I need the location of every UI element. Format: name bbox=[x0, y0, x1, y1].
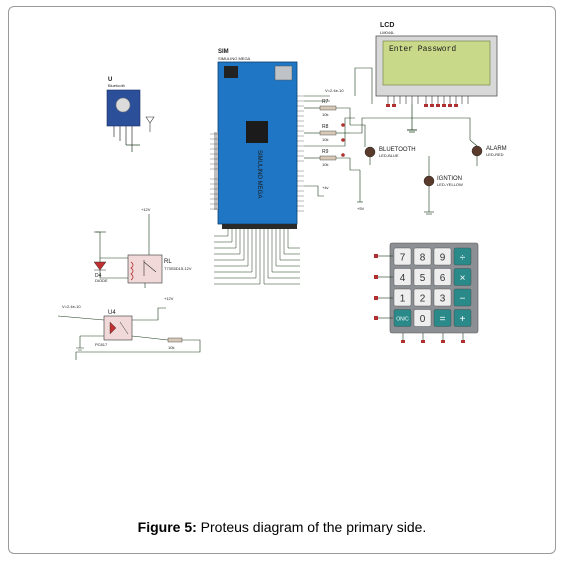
net-label-v: V=2.4e-10 bbox=[325, 88, 344, 93]
led-alarm: ALARM LED-RED bbox=[471, 145, 507, 157]
keypad-key-label: 3 bbox=[440, 294, 446, 305]
svg-text:V=2.4e-10: V=2.4e-10 bbox=[62, 304, 81, 309]
keypad: 7 8 9 ÷ 4 5 6 × 1 2 3 − ON/C 0 = + bbox=[374, 242, 479, 343]
power-jack bbox=[224, 66, 238, 78]
relay-part: T73S5D15-12V bbox=[164, 266, 192, 271]
mcu-chip bbox=[246, 121, 268, 143]
caption-text: Proteus diagram of the primary side. bbox=[200, 519, 427, 535]
svg-text:R7: R7 bbox=[322, 99, 329, 105]
relay-switch bbox=[143, 260, 157, 276]
plus4v-label: +4v bbox=[322, 185, 329, 190]
diode-symbol bbox=[93, 261, 107, 271]
keypad-key-4[interactable] bbox=[393, 268, 412, 286]
svg-text:LED-RED: LED-RED bbox=[486, 152, 504, 157]
svg-text:10k: 10k bbox=[322, 112, 328, 117]
keypad-key-14[interactable] bbox=[433, 309, 452, 327]
svg-text:IGNTION: IGNTION bbox=[437, 176, 462, 182]
keypad-key-label: 6 bbox=[440, 273, 446, 284]
bt-part: Bluetooth bbox=[108, 83, 125, 88]
svg-text:+12V: +12V bbox=[141, 207, 151, 212]
resistor-r9: R9 10k bbox=[319, 149, 337, 167]
svg-text:R9: R9 bbox=[322, 149, 329, 155]
keypad-key-12[interactable] bbox=[393, 309, 412, 327]
svg-text:10k: 10k bbox=[168, 345, 174, 350]
diode-part: DIODE bbox=[95, 278, 108, 283]
relay-circuit: +12V RL T73S5D15-12V D4 DIODE bbox=[93, 207, 192, 288]
lcd-module: LCD LM044L Enter Password bbox=[375, 22, 498, 133]
simulino-mega: SIM SIMULINO MEGA SIMULINO MEGA bbox=[210, 49, 304, 285]
svg-text:10k: 10k bbox=[322, 162, 328, 167]
keypad-key-label: 8 bbox=[420, 253, 426, 264]
keypad-key-label: ÷ bbox=[460, 253, 466, 264]
lcd-screen bbox=[382, 40, 491, 86]
keypad-key-15[interactable] bbox=[453, 309, 472, 327]
bt-board bbox=[106, 89, 141, 127]
keypad-key-10[interactable] bbox=[433, 288, 452, 307]
usb-connector bbox=[274, 65, 293, 81]
keypad-key-11[interactable] bbox=[453, 288, 472, 307]
resistor-r7: R7 10k bbox=[319, 99, 337, 117]
keypad-key-label: 0 bbox=[420, 314, 426, 325]
led-wires bbox=[350, 117, 478, 215]
plus5v-label: +5V bbox=[357, 206, 365, 211]
relay-ref: RL bbox=[164, 259, 172, 265]
bt-antenna-disc bbox=[115, 97, 131, 113]
keypad-key-13[interactable] bbox=[413, 309, 432, 327]
antenna-icon bbox=[145, 116, 155, 132]
lcd-bus-wires bbox=[304, 67, 373, 104]
keypad-key-5[interactable] bbox=[413, 268, 432, 286]
lcd-part: LM044L bbox=[380, 30, 395, 35]
keypad-key-label: 5 bbox=[420, 273, 426, 284]
keypad-key-label: = bbox=[440, 314, 446, 325]
opto-body bbox=[103, 315, 133, 341]
lcd-message: Enter Password bbox=[389, 45, 456, 54]
keypad-key-label: + bbox=[460, 314, 466, 325]
figure-caption: Figure 5: Proteus diagram of the primary… bbox=[0, 519, 564, 535]
keypad-key-label: 1 bbox=[400, 294, 406, 305]
keypad-key-label: 4 bbox=[400, 273, 406, 284]
keypad-key-label: 7 bbox=[400, 253, 406, 264]
sim-ref: SIM bbox=[218, 49, 229, 55]
svg-text:BLUETOOTH: BLUETOOTH bbox=[379, 147, 416, 153]
svg-text:10k: 10k bbox=[322, 137, 328, 142]
relay-coil bbox=[130, 261, 134, 281]
led-bluetooth: BLUETOOTH LED-BLUE bbox=[364, 146, 416, 158]
keypad-key-label: × bbox=[460, 273, 466, 284]
caption-prefix: Figure 5: bbox=[137, 519, 197, 535]
keypad-key-0[interactable] bbox=[393, 247, 412, 266]
keypad-key-3[interactable] bbox=[453, 247, 472, 266]
bt-ref: U bbox=[108, 77, 112, 83]
board-text: SIMULINO MEGA bbox=[256, 150, 262, 198]
keypad-key-2[interactable] bbox=[433, 247, 452, 266]
opto-part: PC817 bbox=[95, 342, 108, 347]
sim-part: SIMULINO MEGA bbox=[218, 56, 251, 61]
keypad-key-7[interactable] bbox=[453, 268, 472, 286]
resistor-r8: R8 10k bbox=[319, 124, 337, 142]
svg-text:ALARM: ALARM bbox=[486, 146, 507, 152]
opto-resistor bbox=[167, 337, 183, 343]
keypad-key-label: 2 bbox=[420, 294, 426, 305]
relay-body bbox=[127, 254, 163, 284]
bottom-header bbox=[222, 224, 297, 229]
svg-text:+12V: +12V bbox=[164, 296, 174, 301]
keypad-key-9[interactable] bbox=[413, 288, 432, 307]
opto-ref: U4 bbox=[108, 310, 116, 316]
keypad-key-1[interactable] bbox=[413, 247, 432, 266]
keypad-key-8[interactable] bbox=[393, 288, 412, 307]
keypad-key-6[interactable] bbox=[433, 268, 452, 286]
optocoupler-circuit: V=2.4e-10 U4 PC817 +12V 10k bbox=[57, 296, 201, 360]
led-ignition: IGNTION LED-YELLOW bbox=[423, 175, 463, 187]
keypad-key-label: ON/C bbox=[396, 317, 409, 323]
svg-text:R8: R8 bbox=[322, 124, 329, 130]
lcd-ref: LCD bbox=[380, 22, 394, 29]
diode-ref: D4 bbox=[95, 273, 102, 279]
svg-text:LED-YELLOW: LED-YELLOW bbox=[437, 182, 463, 187]
resistor-wires bbox=[304, 107, 360, 197]
keypad-key-label: 9 bbox=[440, 253, 446, 264]
svg-text:LED-BLUE: LED-BLUE bbox=[379, 153, 399, 158]
keypad-key-label: − bbox=[460, 294, 466, 305]
bluetooth-module: U Bluetooth bbox=[106, 77, 155, 152]
